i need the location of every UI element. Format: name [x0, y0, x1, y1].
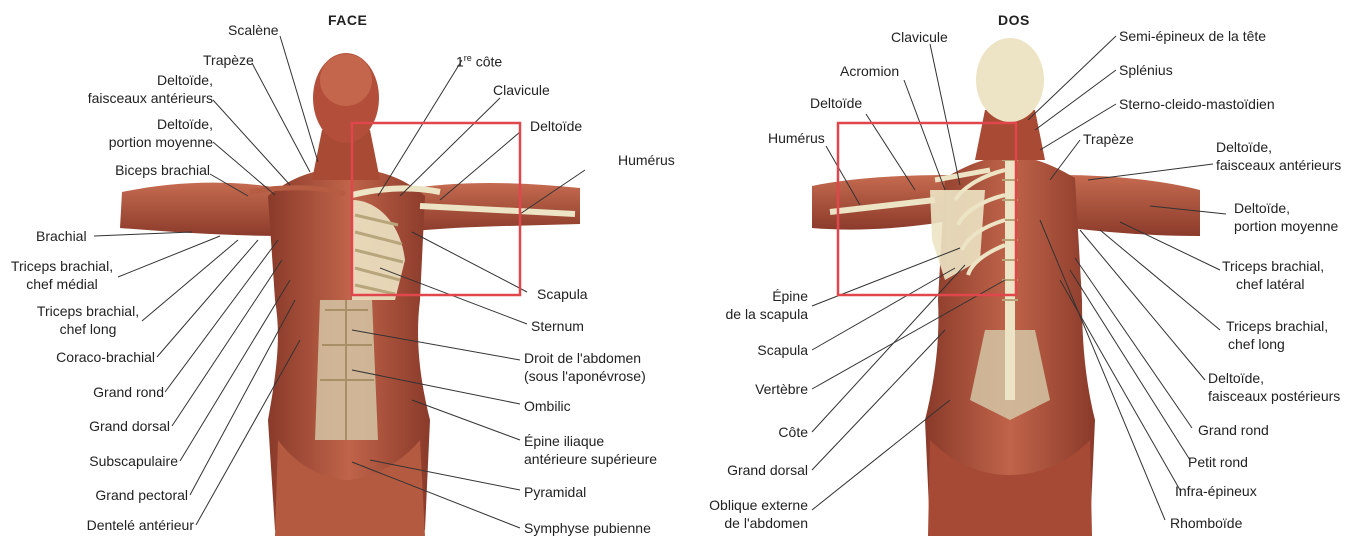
back-label-deltoide-ant-line2: faisceaux antérieurs — [1216, 157, 1341, 174]
back-label-trapeze: Trapèze — [1083, 131, 1134, 148]
back-label-oblique-line1: Oblique externe — [690, 497, 808, 514]
back-skull — [976, 38, 1044, 122]
back-label-infra-epineux: Infra-épineux — [1175, 483, 1257, 500]
back-label-oblique-line2: de l'abdomen — [690, 515, 808, 532]
back-label-grand-dorsal: Grand dorsal — [700, 462, 808, 479]
back-label-scapula: Scapula — [700, 342, 808, 359]
label-grand-rond: Grand rond — [30, 384, 164, 401]
label-triceps-long-line1: Triceps brachial, — [30, 303, 146, 320]
label-premiere-cote-sup: re — [464, 53, 472, 63]
label-dentele-anterieur: Dentelé antérieur — [30, 517, 194, 534]
label-trapeze: Trapèze — [203, 52, 254, 69]
back-label-triceps-lat-line1: Triceps brachial, — [1222, 258, 1324, 275]
label-deltoide-anterieurs-line1: Deltoïde, — [60, 72, 213, 89]
back-label-epine-scapula-line1: Épine — [700, 288, 808, 305]
label-droit-abdomen-line2: (sous l'aponévrose) — [524, 368, 646, 385]
back-label-vertebre: Vertèbre — [700, 381, 808, 398]
label-epine-iliaque-line1: Épine iliaque — [524, 433, 604, 450]
label-triceps-long-line2: chef long — [30, 321, 146, 338]
label-grand-dorsal: Grand dorsal — [30, 418, 170, 435]
back-label-petit-rond: Petit rond — [1188, 454, 1248, 471]
label-deltoide-moyenne-line1: Deltoïde, — [60, 116, 213, 133]
back-label-deltoide: Deltoïde — [810, 95, 862, 112]
label-scalene: Scalène — [228, 22, 279, 39]
label-premiere-cote: 1re côte — [456, 50, 502, 71]
label-sternum: Sternum — [531, 318, 584, 335]
back-label-deltoide-ant-line1: Deltoïde, — [1216, 139, 1272, 156]
label-brachial: Brachial — [36, 228, 87, 245]
label-coraco-brachial: Coraco-brachial — [30, 349, 155, 366]
back-label-splenius: Splénius — [1119, 62, 1173, 79]
back-label-deltoide-post-line2: faisceaux postérieurs — [1208, 388, 1340, 405]
back-label-humerus: Humérus — [768, 130, 825, 147]
back-label-deltoide-moy-line1: Deltoïde, — [1234, 200, 1290, 217]
back-label-deltoide-moy-line2: portion moyenne — [1234, 218, 1338, 235]
label-droit-abdomen-line1: Droit de l'abdomen — [524, 350, 641, 367]
label-scapula: Scapula — [537, 286, 588, 303]
back-label-cote: Côte — [700, 424, 808, 441]
label-deltoide-moyenne-line2: portion moyenne — [60, 134, 213, 151]
label-biceps-brachial: Biceps brachial — [60, 162, 210, 179]
label-triceps-medial-line2: chef médial — [4, 276, 120, 293]
label-triceps-medial-line1: Triceps brachial, — [4, 258, 120, 275]
back-label-clavicule: Clavicule — [891, 29, 948, 46]
back-label-sterno-cleido: Sterno-cleido-mastoïdien — [1119, 96, 1275, 113]
front-title: FACE — [328, 12, 367, 28]
label-grand-pectoral: Grand pectoral — [30, 487, 188, 504]
back-title: DOS — [998, 12, 1030, 28]
label-premiere-cote-word: côte — [472, 54, 502, 70]
back-label-grand-rond: Grand rond — [1198, 422, 1269, 439]
back-label-triceps-long-line2: chef long — [1228, 336, 1285, 353]
label-subscapulaire: Subscapulaire — [30, 453, 178, 470]
back-label-rhomboide: Rhomboïde — [1170, 515, 1242, 532]
back-label-triceps-long-line1: Triceps brachial, — [1226, 318, 1328, 335]
back-label-semi-epineux: Semi-épineux de la tête — [1119, 28, 1266, 45]
label-pyramidal: Pyramidal — [524, 484, 586, 501]
label-deltoide: Deltoïde — [530, 118, 582, 135]
back-label-acromion: Acromion — [840, 63, 899, 80]
label-symphyse-pubienne: Symphyse pubienne — [524, 520, 651, 537]
back-label-triceps-lat-line2: chef latéral — [1236, 276, 1304, 293]
back-label-epine-scapula-line2: de la scapula — [700, 306, 808, 323]
label-clavicule: Clavicule — [493, 82, 550, 99]
label-epine-iliaque-line2: antérieure supérieure — [524, 451, 657, 468]
label-premiere-cote-number: 1 — [456, 54, 464, 70]
label-humerus: Humérus — [618, 152, 675, 169]
label-deltoide-anterieurs-line2: faisceaux antérieurs — [60, 90, 213, 107]
back-label-deltoide-post-line1: Deltoïde, — [1208, 370, 1264, 387]
label-ombilic: Ombilic — [524, 398, 571, 415]
